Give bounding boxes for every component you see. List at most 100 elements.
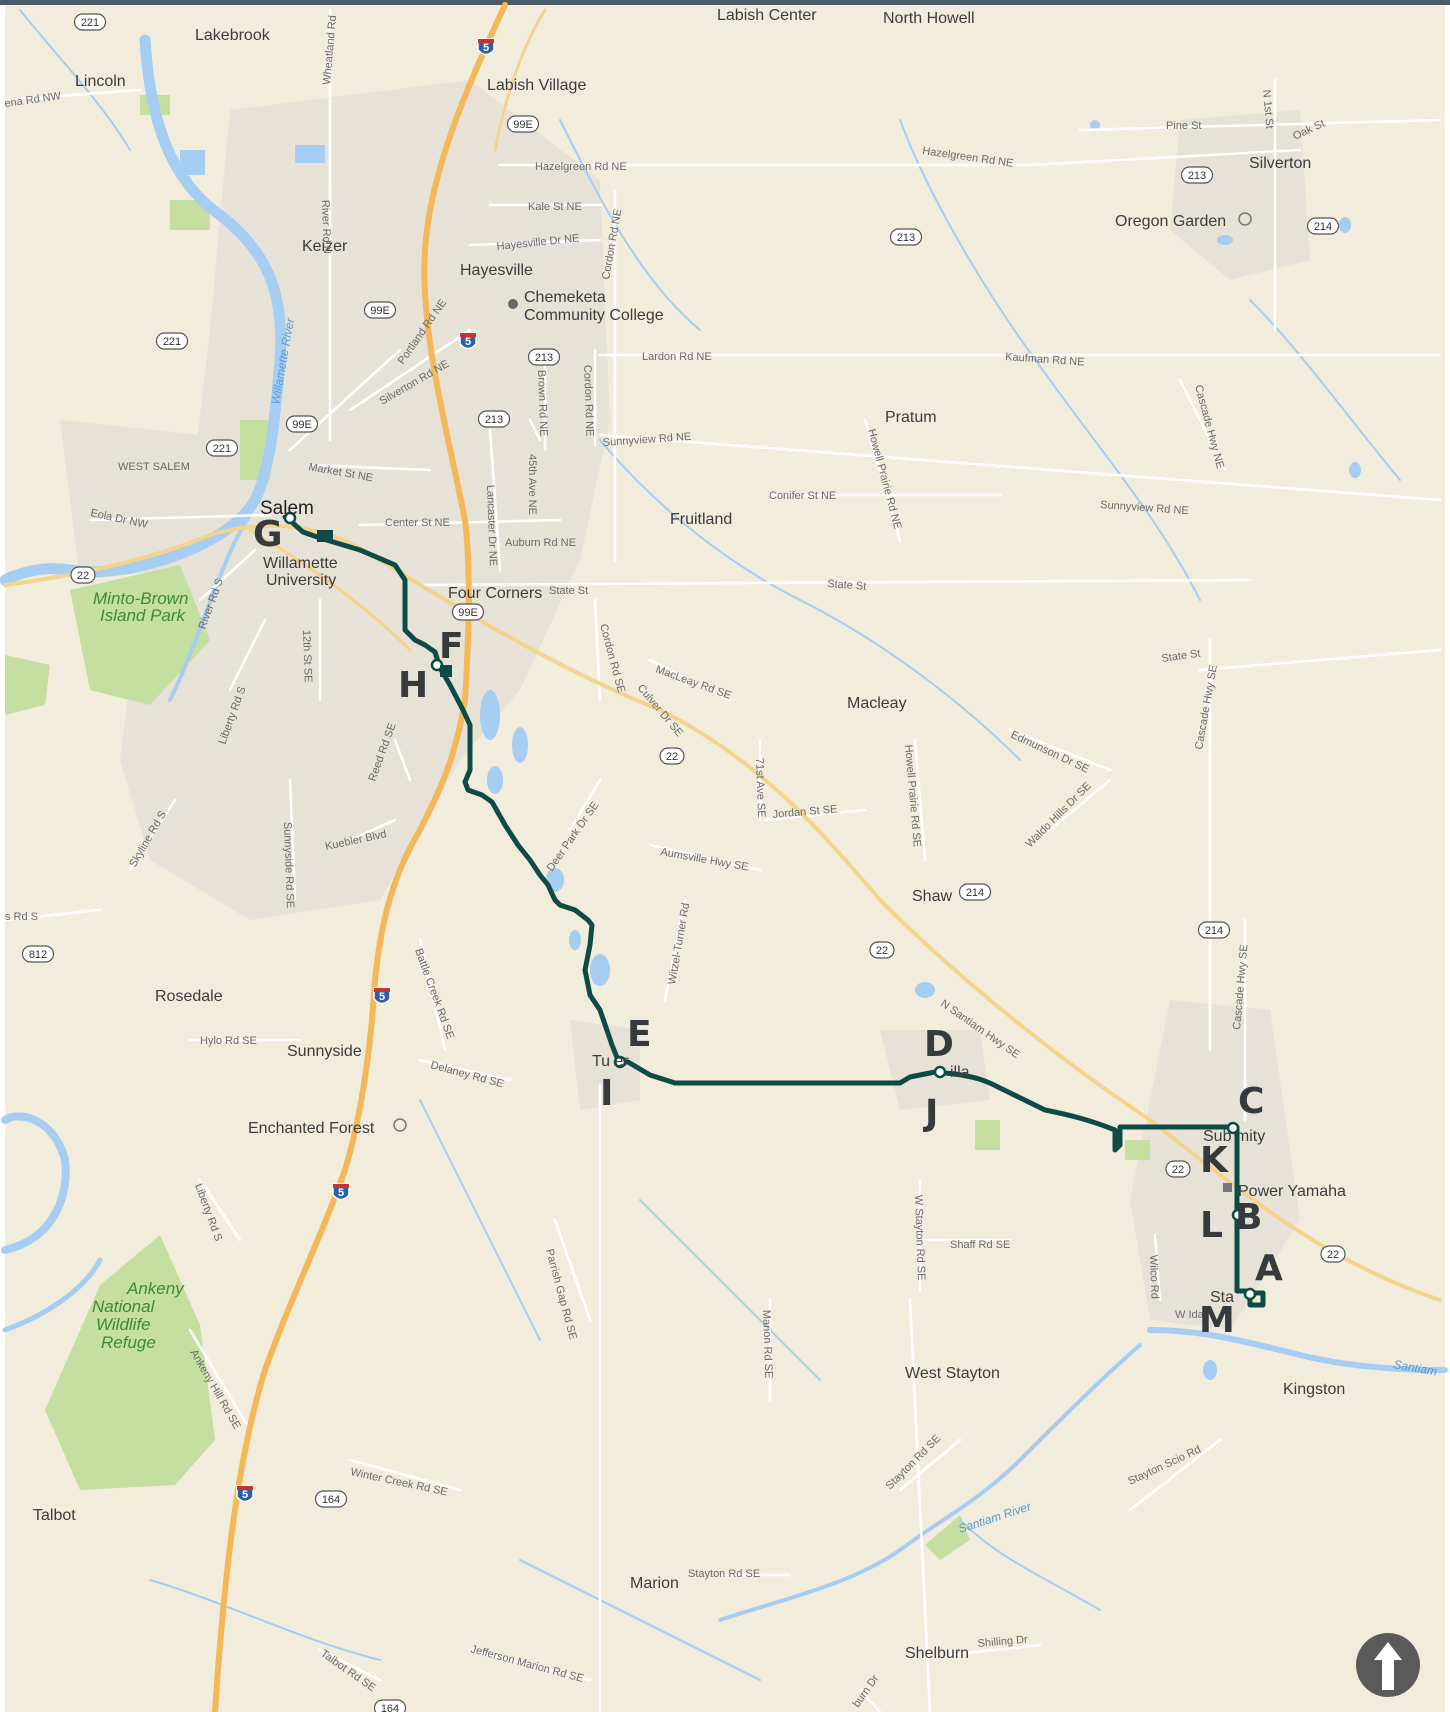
place-label-salem: Salem [260, 498, 314, 519]
shield-number: 214 [1205, 925, 1223, 937]
shield-number: 22 [876, 945, 888, 957]
stop-e-marker[interactable] [613, 1055, 627, 1069]
shield-number: 22 [1172, 1164, 1184, 1176]
place-label-power-yamaha: Power Yamaha [1238, 1183, 1346, 1200]
place-label-macleay: Macleay [847, 695, 907, 712]
place-label-west-salem: WEST SALEM [118, 461, 190, 473]
highway-shield-s164b: 164 [373, 1699, 407, 1712]
highway-shield-s221a: 221 [73, 13, 107, 31]
shop-icon [1223, 1183, 1232, 1192]
place-label-turner: Tu er [592, 1053, 629, 1070]
garden-icon [1238, 212, 1252, 226]
stop-d-marker[interactable] [933, 1065, 947, 1079]
shield-number: 99E [292, 419, 312, 431]
highway-shield-s214c: 214 [1197, 921, 1231, 939]
highway-shield-s5d: 5 [332, 1183, 350, 1201]
stop-c-marker[interactable] [1226, 1121, 1240, 1135]
tour-route [282, 514, 1266, 1308]
road-label-lardon: Lardon Rd NE [642, 351, 712, 363]
highway-shield-s22e: 22 [1320, 1245, 1346, 1263]
highway-shield-s213c: 213 [527, 348, 561, 366]
road-label-center: Center St NE [385, 517, 450, 529]
place-label-willamette-2: University [266, 572, 336, 589]
highway-shield-s99e-c: 99E [285, 415, 319, 433]
road-label-n1st: N 1st St [1260, 89, 1275, 129]
highway-shield-s99e-b: 99E [363, 301, 397, 319]
place-label-w-ida: W Ida [1175, 1309, 1205, 1321]
shield-number: 221 [81, 17, 99, 29]
stop-letter-d: D [924, 1024, 954, 1065]
place-label-sunnyside: Sunnyside [287, 1043, 362, 1060]
road-label-71st: 71st Ave SE [753, 758, 767, 818]
highway-shield-s99e-a: 99E [506, 115, 540, 133]
stop-a-marker[interactable] [1243, 1287, 1257, 1301]
place-label-oregon-garden: Oregon Garden [1115, 213, 1226, 230]
road-label-hylo: Hylo Rd SE [200, 1035, 257, 1047]
shield-number: 221 [163, 336, 181, 348]
road-label-auburn: Auburn Rd NE [505, 537, 576, 549]
road-label-w-stayton-rd: W Stayton Rd SE [912, 1195, 927, 1281]
stop-letter-i: I [600, 1073, 613, 1114]
stop-b-marker[interactable] [1231, 1208, 1245, 1222]
road-label-hazelgreen-1: Hazelgreen Rd NE [535, 161, 627, 173]
road-label-kaufman: Kaufman Rd NE [1005, 351, 1085, 369]
shield-number: 164 [322, 1494, 340, 1506]
map-top-border [0, 0, 1450, 5]
place-label-marion: Marion [630, 1575, 679, 1592]
place-label-fruitland: Fruitland [670, 511, 732, 528]
highway-shield-s22b: 22 [659, 747, 685, 765]
stop-letter-a: A [1255, 1248, 1283, 1289]
place-label-labish-village: Labish Village [487, 77, 586, 94]
road-label-lancaster: Lancaster Dr NE [484, 485, 499, 567]
highway-shield-s213a: 213 [1180, 166, 1214, 184]
road-label-pine: Pine St [1166, 120, 1201, 132]
place-label-rosedale: Rosedale [155, 988, 223, 1005]
park-label-ankeny-4: Refuge [101, 1333, 156, 1352]
road-label-shilling: Shilling Dr [977, 1634, 1028, 1650]
place-label-four-corners: Four Corners [448, 585, 542, 602]
attraction-icon [393, 1118, 407, 1132]
road-label-stayton-rd-2: Stayton Rd SE [688, 1568, 760, 1580]
stop-letter-h: H [398, 665, 428, 706]
stop-letter-g: G [253, 514, 283, 555]
college-label: Chemeketa [524, 289, 606, 306]
place-label-silverton: Silverton [1249, 155, 1311, 172]
stop-g-marker[interactable] [283, 511, 297, 525]
graduation-cap-icon [508, 299, 518, 309]
shield-number: 22 [666, 751, 678, 763]
road-label-shaff: Shaff Rd SE [950, 1239, 1010, 1251]
shield-number: 22 [77, 570, 89, 582]
road-label-12th: 12th St SE [300, 630, 314, 683]
place-label-stayton: Sta [1210, 1289, 1234, 1306]
highway-shield-s213b: 213 [889, 228, 923, 246]
shield-number: 99E [458, 607, 478, 619]
shield-number: 221 [213, 443, 231, 455]
shield-number: 99E [513, 119, 533, 131]
shield-number: 22 [1327, 1249, 1339, 1261]
place-label-sublimity: Sub mity [1203, 1128, 1265, 1145]
highway-shield-s221c: 221 [205, 439, 239, 457]
shield-number: 5 [465, 336, 471, 348]
north-arrow-icon[interactable] [1356, 1633, 1420, 1697]
road-label-state-3: State St [1161, 648, 1201, 665]
ponds [180, 120, 1361, 1380]
stop-letter-m: M [1199, 1300, 1235, 1341]
road-label-river-rd-n: River Rd N [319, 200, 333, 254]
college-label: Community College [524, 307, 664, 324]
shield-number: 99E [370, 305, 390, 317]
highway-shield-s221b: 221 [155, 332, 189, 350]
park-label-ankeny-3: Wildlife [96, 1315, 151, 1334]
highway-shield-s5b: 5 [459, 332, 477, 350]
place-label-shelburn: Shelburn [905, 1645, 969, 1662]
shield-number: 213 [897, 232, 915, 244]
park-label-minto-2: Island Park [100, 606, 187, 625]
place-label-west-stayton: West Stayton [905, 1365, 1000, 1382]
stop-letter-j: J [922, 1093, 938, 1134]
road-label-sunnyside-rd: Sunnyside Rd SE [281, 822, 296, 909]
road-label-kale: Kale St NE [528, 201, 582, 213]
minor-roads [3, 8, 1442, 1712]
highway-shield-s5a: 5 [477, 38, 495, 56]
route-endpoint-square [440, 665, 452, 677]
